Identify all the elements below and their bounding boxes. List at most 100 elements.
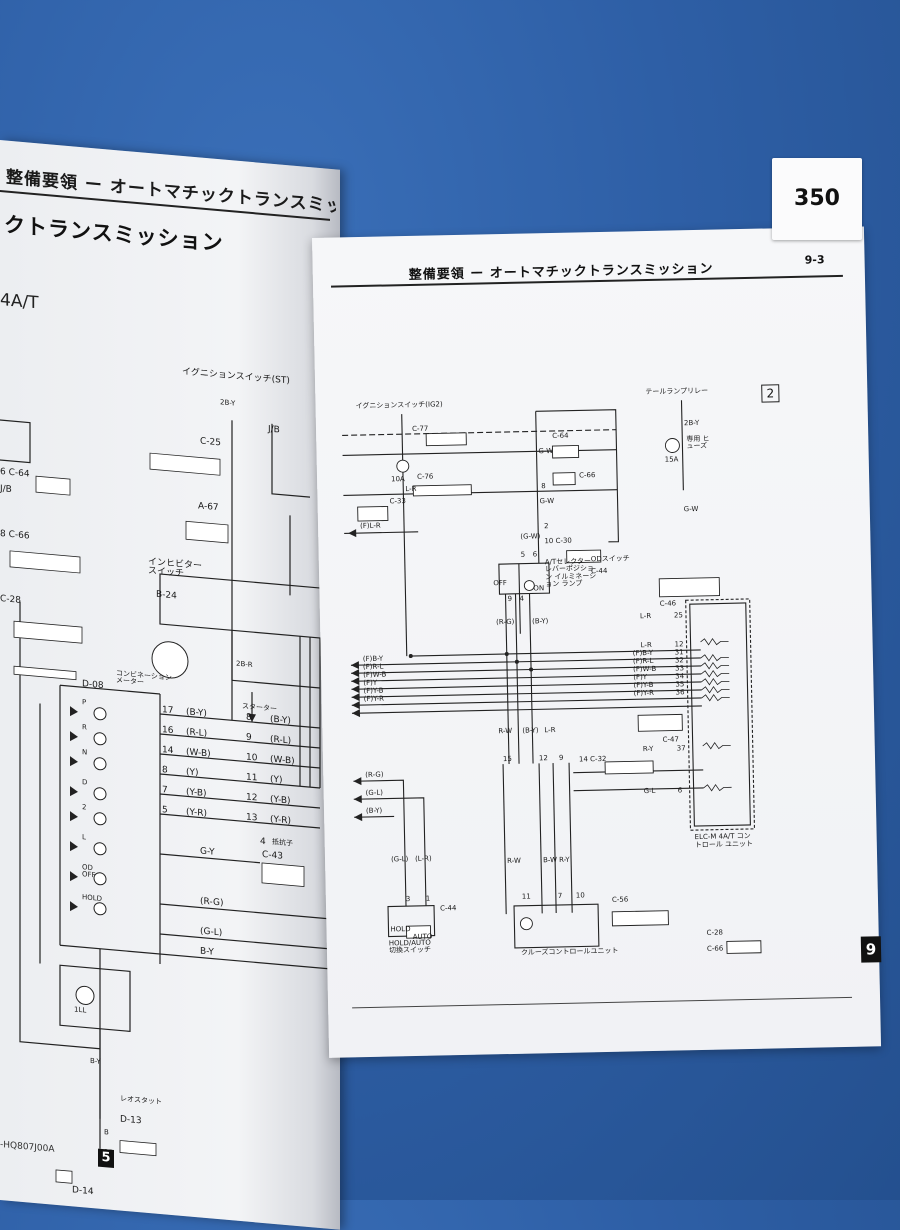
left-wire-0: (F)L-R [359, 521, 381, 531]
left-page-mark: 5 [98, 1148, 114, 1168]
shift-l: L [82, 833, 86, 842]
chapter-tab: 9 [860, 936, 882, 963]
left-wire-8: (G-L) [365, 788, 384, 797]
wire-by-bottom: B-Y [90, 1056, 101, 1066]
row-num-4: 7 [162, 785, 168, 796]
lot-number-sticker: 350 [772, 158, 862, 240]
pin-10: 11 [521, 892, 531, 901]
row-wire-4: (Y-B) [186, 787, 207, 800]
jb2-label: J/B [0, 484, 12, 496]
right-num-0: 8 [246, 712, 252, 724]
d14-label: D-14 [72, 1185, 94, 1198]
ecu-row-7-wire: (F)Y-R [633, 688, 655, 698]
by-wire: B-Y [200, 946, 214, 958]
vert-wire-4: (B-Y) [531, 617, 549, 626]
c28-label: C-28 [0, 594, 21, 606]
vert-wire-3: (R-G) [496, 617, 515, 627]
ecu-row-8-wire: R-Y [642, 744, 654, 754]
c66-ref-label: C-66 [706, 944, 724, 953]
left-page: 整備要領 ー オートマチックトランスミッション クトランスミッション 4A/T [0, 140, 340, 1230]
vert-wire-9: (L-R) [414, 854, 432, 863]
vert-wire-7: L-R [544, 726, 556, 735]
row-wire-3: (Y) [186, 767, 199, 779]
c56-label: C-56 [611, 895, 629, 904]
tail-lamp-relay-label: テールランプリレー [645, 386, 709, 397]
c64-right-label: C-64 [552, 431, 569, 441]
pin-0: 5 [520, 550, 526, 559]
right-wire-0: (B-Y) [270, 714, 291, 727]
left-wire-9: (B-Y) [365, 806, 383, 815]
c30-label: 10 C-30 [544, 536, 572, 546]
shift-d: D [82, 778, 88, 787]
jb-label: J/B [268, 424, 280, 436]
on-label: ON [533, 584, 545, 593]
vert-wire-11: B-W [542, 856, 558, 865]
right-wire-5: (Y-R) [270, 814, 291, 827]
right-num-5: 13 [246, 812, 258, 824]
ecu-row-9-pin: 6 [677, 786, 683, 795]
c43-pin: 4 [260, 836, 266, 848]
row-num-2: 14 [162, 745, 174, 757]
c33-label: C-33 [389, 497, 406, 506]
pin-8: 1 [425, 894, 431, 903]
gy-wire: G-Y [200, 846, 215, 858]
left-wiring-diagram [0, 419, 331, 1184]
shift-2: 2 [82, 803, 87, 812]
vert-wire-1: G-W [539, 496, 555, 506]
pin-9: 3 [405, 895, 411, 904]
shift-r: R [82, 723, 87, 732]
pin-12: 10 [575, 891, 585, 900]
dedicated-fuse-label: 専用 ヒューズ [686, 434, 710, 451]
fuse-15a-label: 15A [664, 455, 679, 464]
one-ll-label: 1LL [74, 1005, 87, 1015]
row-wire-5: (Y-R) [186, 807, 207, 820]
right-num-4: 12 [246, 792, 258, 804]
fuse-10a-label: 10A [390, 475, 405, 484]
right-wiring-diagram [342, 400, 762, 954]
shift-p: P [82, 698, 87, 707]
pin-11: 7 [557, 891, 563, 900]
vert-wire-2: (G-W) [520, 532, 541, 541]
pin-3: 9 [507, 594, 513, 603]
row-wire-0: (B-Y) [186, 707, 207, 720]
vert-wire-8: (G-L) [390, 855, 409, 864]
ecu-row-0-pin: 25 [673, 611, 683, 620]
hold-auto-switch-label: HOLD/AUTO 切換スイッチ [388, 938, 432, 955]
elcm-unit-label: ELC-M 4A/T コントロール ユニット [694, 831, 754, 849]
pin-5: 15 [502, 754, 512, 764]
a67-label: A-67 [198, 501, 219, 514]
row-num-5: 5 [162, 805, 168, 816]
right-wire-4: (Y-B) [270, 794, 291, 807]
pin-13: 2 [544, 522, 549, 531]
pin-1: 6 [532, 550, 538, 559]
row-wire-1: (R-L) [186, 727, 208, 740]
wire-b-bottom: B [104, 1128, 109, 1137]
pin-6: 12 [538, 754, 548, 763]
left-wire-7: (R-G) [365, 770, 384, 780]
ecu-row-8-pin: 37 [676, 744, 686, 753]
right-num-1: 9 [246, 732, 252, 744]
row-num-0: 17 [162, 705, 174, 717]
c28-ref-label: C-28 [706, 928, 724, 937]
ecu-row-7-pin: 36 [675, 688, 685, 697]
ecu-row-0-wire: L-R [639, 611, 652, 621]
c32-label: 14 C-32 [578, 754, 607, 764]
right-wire-3: (Y) [270, 774, 283, 786]
ecu-row-9-wire: G-L [643, 786, 656, 796]
hold-switch-label: HOLD [390, 925, 411, 934]
auto-switch-label: AUTO [412, 932, 433, 942]
c47-label: C-47 [662, 735, 679, 744]
b24-label: B-24 [156, 589, 177, 602]
shift-n: N [82, 748, 88, 757]
pin-7: 9 [558, 753, 564, 762]
left-wire-6: (F)Y-R [363, 694, 385, 704]
vert-wire-12: R-Y [558, 855, 570, 864]
vert-wire-10: R-W [507, 856, 521, 866]
right-page: 整備要領 ー オートマチックトランスミッション 9-3 2 [312, 226, 882, 1058]
vert-wire-0: L-R [405, 484, 417, 494]
vert-wire-6: (B-Y) [522, 726, 539, 735]
d13-label: D-13 [120, 1114, 142, 1127]
od-off-label: OD OFF [82, 863, 96, 880]
c43-label: C-43 [262, 849, 283, 862]
d08-label: D-08 [82, 679, 104, 692]
